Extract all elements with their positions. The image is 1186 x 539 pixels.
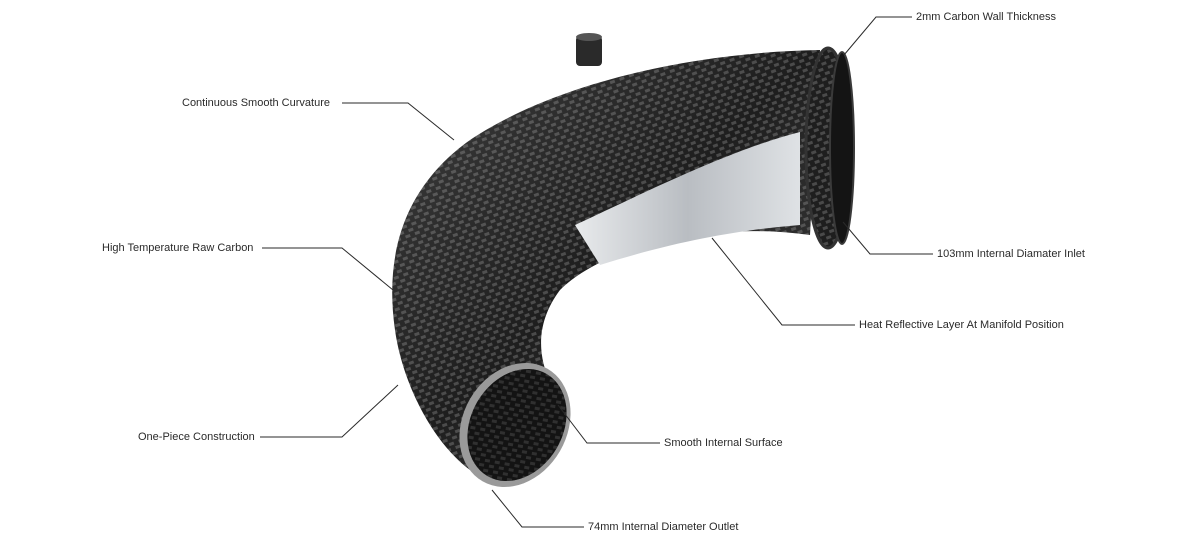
- leader-inlet: [842, 221, 933, 255]
- leader-outlet: [491, 489, 584, 528]
- callout-raw-carbon: High Temperature Raw Carbon: [102, 242, 254, 254]
- pipe-body: [392, 33, 855, 488]
- leader-wall-thickness: [843, 16, 912, 56]
- callout-wall-thickness: 2mm Carbon Wall Thickness: [916, 11, 1056, 23]
- callout-internal-surface: Smooth Internal Surface: [664, 437, 783, 449]
- leader-lines: [260, 16, 933, 528]
- callout-inlet: 103mm Internal Diamater Inlet: [937, 248, 1085, 260]
- callout-heat-layer: Heat Reflective Layer At Manifold Positi…: [859, 319, 1064, 331]
- leader-curvature: [342, 102, 455, 141]
- callout-curvature: Continuous Smooth Curvature: [182, 97, 330, 109]
- callout-one-piece: One-Piece Construction: [138, 431, 255, 443]
- callout-outlet: 74mm Internal Diameter Outlet: [588, 521, 739, 533]
- leader-raw-carbon: [262, 247, 394, 291]
- leader-internal-surface: [557, 404, 660, 444]
- leader-heat-layer: [711, 237, 855, 326]
- vacuum-nipple: [576, 36, 602, 66]
- leader-one-piece: [260, 384, 399, 438]
- heat-reflective-layer: [575, 132, 800, 265]
